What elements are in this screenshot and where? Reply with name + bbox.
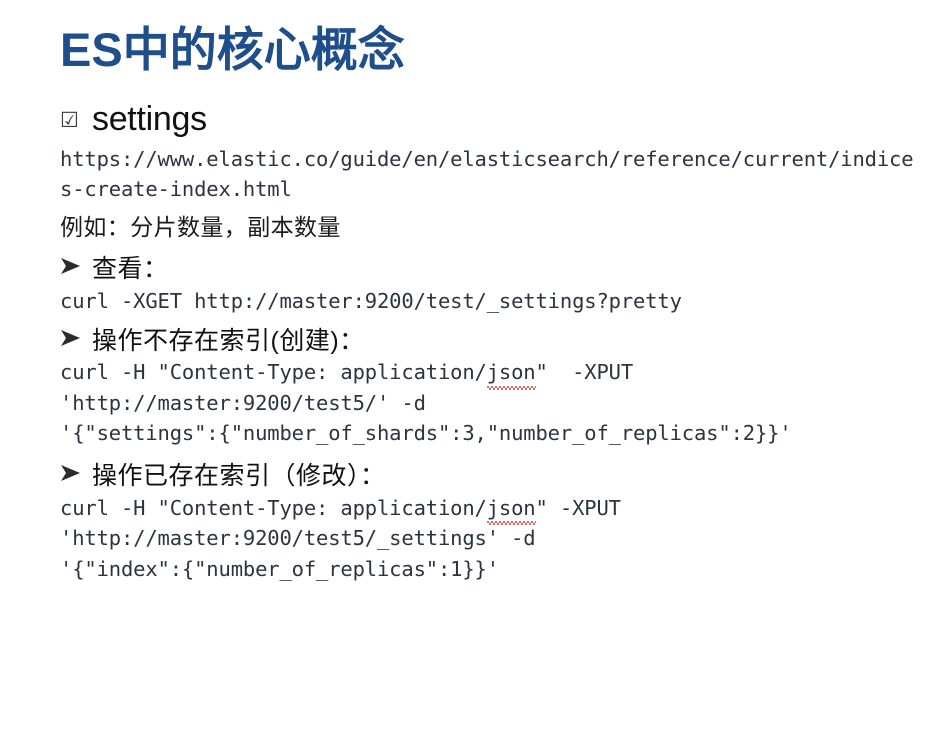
command-line[interactable]: 'http://master:9200/test5/_settings' -d — [60, 526, 536, 551]
command-line[interactable]: '{"index":{"number_of_replicas":1}}' — [60, 556, 499, 581]
spellcheck-underline: json — [486, 493, 536, 526]
section-heading-label: settings — [92, 100, 207, 138]
arrow-bullet-icon — [60, 463, 86, 483]
page-title: ES中的核心概念 — [60, 23, 405, 76]
checkbox-checked-icon: ☑ — [60, 109, 79, 132]
subsection-heading-label: 查看： — [92, 255, 169, 284]
command-line[interactable]: curl -H "Content-Type: application/json"… — [60, 493, 926, 526]
arrow-bullet-icon — [60, 256, 86, 276]
subsection-heading-create: 操作不存在索引(创建)： — [60, 325, 926, 358]
command-line[interactable]: '{"settings":{"number_of_shards":3,"numb… — [60, 421, 792, 446]
reference-url[interactable]: https://www.elastic.co/guide/en/elastics… — [60, 147, 914, 202]
spellcheck-underline: json — [486, 357, 536, 391]
section-heading-settings: ☑ settings — [60, 100, 926, 138]
subsection-heading-view: 查看： — [60, 253, 926, 286]
subsection-heading-label: 操作不存在索引(创建)： — [92, 326, 365, 355]
example-note: 例如：分片数量，副本数量 — [60, 213, 341, 240]
arrow-bullet-icon — [60, 328, 86, 348]
command-line[interactable]: curl -XGET http://master:9200/test/_sett… — [60, 288, 682, 313]
subsection-heading-label: 操作已存在索引（修改）： — [92, 462, 386, 491]
command-line[interactable]: curl -H "Content-Type: application/json"… — [60, 357, 926, 391]
slide-body: ☑ settings https://www.elastic.co/guide/… — [60, 100, 926, 584]
command-line[interactable]: 'http://master:9200/test5/' -d — [60, 390, 426, 415]
subsection-heading-update: 操作已存在索引（修改）： — [60, 460, 926, 493]
